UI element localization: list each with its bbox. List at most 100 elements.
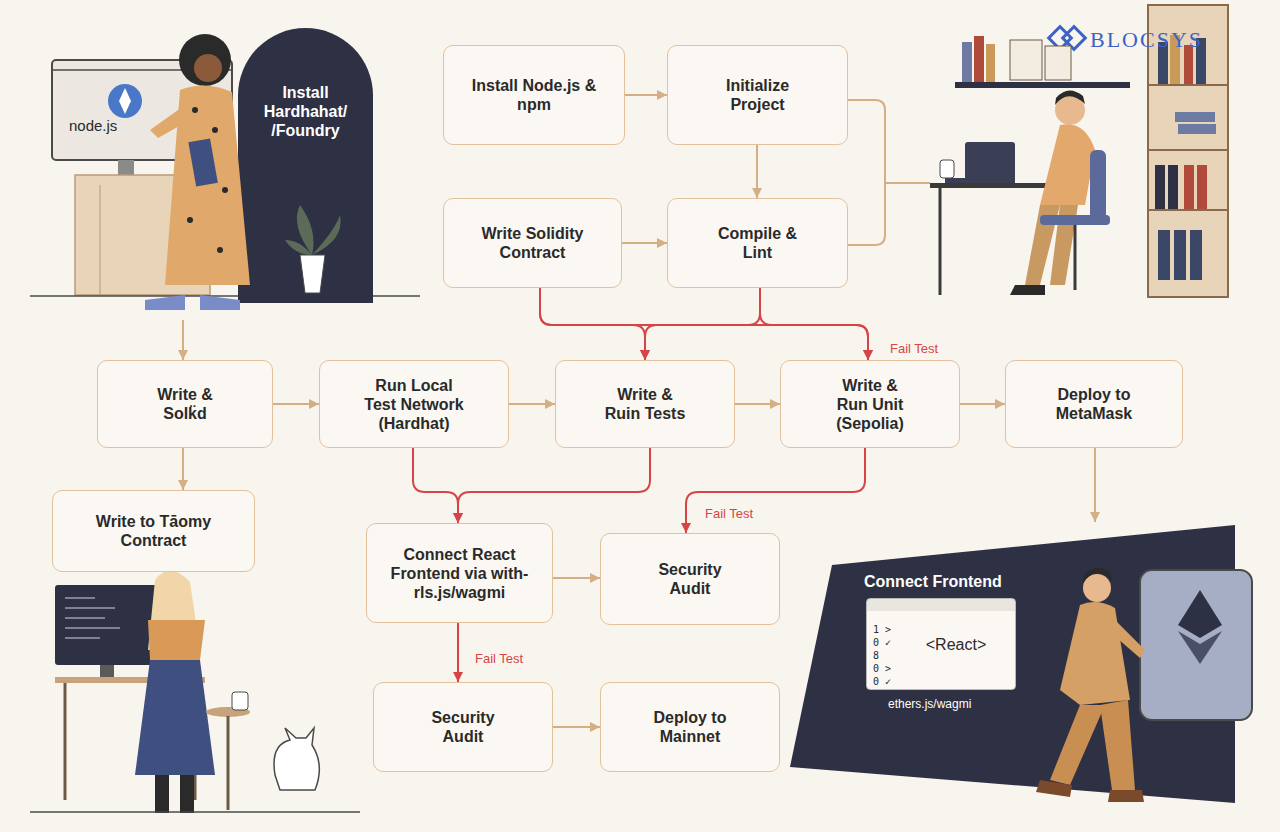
developer-illustration xyxy=(30,570,360,813)
code-line-marker: 1 > xyxy=(873,624,891,635)
workspace-illustration-part xyxy=(1158,230,1170,280)
ethereum-screen-part xyxy=(1140,570,1252,720)
process-box: Write & Solk̈d xyxy=(97,360,273,448)
woman-illustration-part xyxy=(200,295,240,310)
plant-illustration-part xyxy=(300,255,325,293)
woman-illustration-part xyxy=(165,85,250,285)
fail-connector xyxy=(413,448,458,523)
ethereum-screen-part xyxy=(1178,631,1222,664)
developer-illustration-part xyxy=(155,775,169,813)
node-text: Compile & Lint xyxy=(718,224,798,262)
man-illustration-part xyxy=(1050,705,1105,785)
flow-connector xyxy=(960,403,1005,405)
node-text: ethers.js/wagmi xyxy=(888,695,971,714)
fail-connector xyxy=(760,288,868,360)
fail-connector xyxy=(686,448,865,533)
workspace-illustration-part xyxy=(955,82,1130,88)
panel-shape xyxy=(790,525,1235,803)
process-box: Write to Tāomy Contract xyxy=(52,490,255,572)
workspace-illustration-part xyxy=(1175,112,1215,122)
code-line-marker: 8 xyxy=(873,650,879,661)
workspace-illustration-part xyxy=(1055,90,1085,105)
developer-illustration-part xyxy=(65,598,95,599)
woman-illustration-part xyxy=(188,138,217,186)
screen-label: node.js xyxy=(69,117,117,134)
woman-illustration-part xyxy=(192,107,198,113)
plant-illustration xyxy=(285,205,341,293)
node-text: Install Hardhahat/ /Foundry xyxy=(258,83,353,140)
workspace-illustration-part xyxy=(1045,46,1071,80)
man-illustration-part xyxy=(1108,790,1144,802)
flow-connector xyxy=(735,403,780,405)
flow-connector xyxy=(182,448,184,490)
developer-illustration-part xyxy=(30,811,360,813)
workspace-illustration-part xyxy=(1040,215,1110,225)
flow-connector xyxy=(273,403,319,405)
workspace-illustration-part xyxy=(1155,165,1165,209)
node-text: Write & Solk̈d xyxy=(150,385,220,423)
process-box: Connect React Frontend via with-rls.js/w… xyxy=(366,523,553,623)
workspace-illustration-part xyxy=(962,42,972,82)
node-text: Security Audit xyxy=(650,560,730,598)
developer-illustration-part xyxy=(65,618,105,619)
flow-connector xyxy=(625,94,667,96)
node-text: Install Node.js & npm xyxy=(463,76,605,114)
monitor-illustration-part xyxy=(52,60,232,160)
developer-illustration-part xyxy=(180,775,194,813)
workspace-illustration-part xyxy=(1010,285,1045,295)
developer-illustration-part xyxy=(148,620,205,660)
workspace-illustration-part xyxy=(1090,150,1106,220)
developer-illustration-part xyxy=(232,692,248,710)
woman-illustration-part xyxy=(194,54,222,82)
node-text: Connect Frontend xyxy=(864,572,1002,591)
code-line-marker: 0 > xyxy=(873,663,891,674)
process-box: Security Audit xyxy=(600,533,780,625)
developer-illustration-part xyxy=(65,628,120,629)
woman-illustration-part xyxy=(212,127,218,133)
workspace-illustration-part xyxy=(974,36,984,82)
node-text: Run Local Test Network (Hardhat) xyxy=(358,376,470,433)
plant-illustration-part xyxy=(285,240,312,255)
flow-connector xyxy=(1094,448,1096,522)
workspace-illustration-part xyxy=(1148,209,1228,211)
monitor-illustration-part xyxy=(52,69,232,71)
workspace-illustration-part xyxy=(1197,165,1207,209)
workspace-illustration-part xyxy=(1174,230,1186,280)
fail-connector xyxy=(457,623,459,682)
woman-illustration-part xyxy=(179,34,231,86)
node-text: Security Audit xyxy=(423,708,503,746)
process-box: Write & Run Unit (Sepolia) xyxy=(780,360,960,448)
workspace-illustration-part xyxy=(1010,40,1042,80)
flow-connector xyxy=(756,145,758,198)
node-text: <React> xyxy=(926,635,986,654)
woman-illustration-part xyxy=(197,157,203,163)
woman-illustration-part xyxy=(187,217,193,223)
workspace-illustration-part xyxy=(1148,84,1228,86)
process-box: Deploy to Mainnet xyxy=(600,682,780,772)
workspace-illustration-part xyxy=(945,178,1015,183)
monitor-illustration-part xyxy=(75,175,210,295)
man-illustration-part xyxy=(1083,568,1112,583)
edge-label: Fail Test xyxy=(475,651,523,666)
monitor-illustration-part xyxy=(100,185,101,295)
developer-illustration-part xyxy=(274,728,319,790)
node-text: Deploy to Mainnet xyxy=(645,708,735,746)
woman-illustration-part xyxy=(217,247,223,253)
logo-text: BLOCSYS xyxy=(1090,27,1203,53)
code-line-marker: 0 ✓ xyxy=(873,676,891,687)
process-box: Initialize Project xyxy=(667,45,848,145)
woman-illustration xyxy=(145,34,250,310)
plant-illustration-part xyxy=(297,205,314,255)
developer-illustration-part xyxy=(65,638,100,639)
connector-bracket-part xyxy=(848,100,930,245)
man-illustration-part xyxy=(1036,780,1072,797)
woman-illustration-part xyxy=(222,187,228,193)
flow-connector xyxy=(509,403,555,405)
node-text: Write Solidity Contract xyxy=(468,224,598,262)
node-text: Initialize Project xyxy=(708,76,808,114)
process-box: Run Local Test Network (Hardhat) xyxy=(319,360,509,448)
workspace-illustration-part xyxy=(1184,165,1194,209)
ethereum-screen xyxy=(1140,570,1252,720)
developer-illustration-part xyxy=(55,585,160,665)
